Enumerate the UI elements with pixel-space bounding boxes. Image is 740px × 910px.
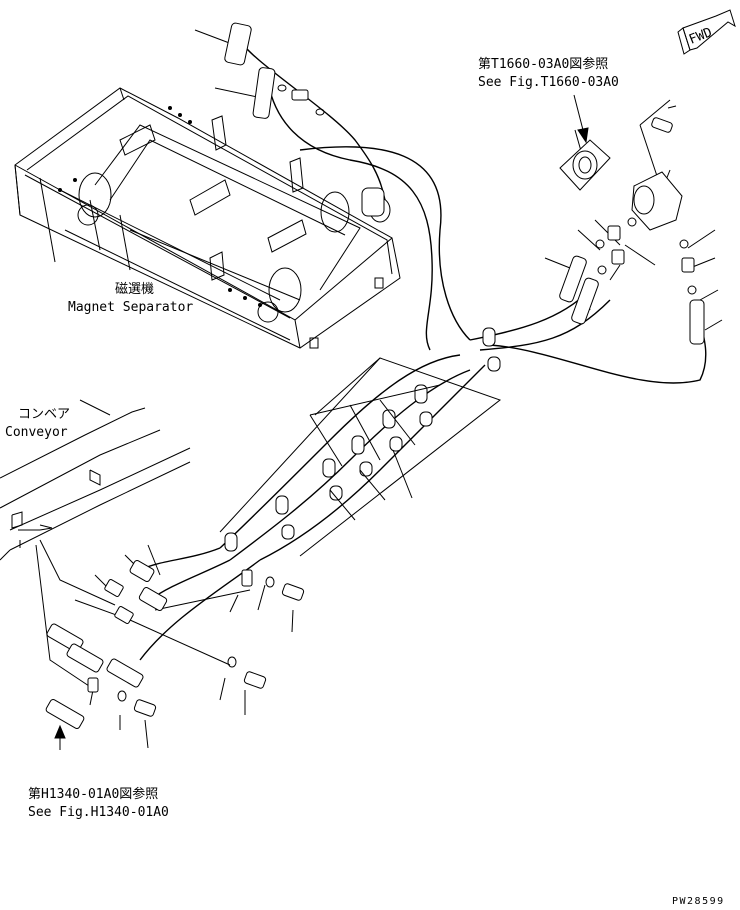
hose-clamps — [224, 327, 501, 552]
hose-routing — [139, 39, 707, 661]
upper-fittings — [224, 22, 385, 217]
ref-bottom-en: See Fig.H1340-01A0 — [28, 805, 169, 820]
magnet-separator-frame — [14, 87, 401, 349]
ref-bottom-jp: 第H1340-01A0図参照 — [28, 786, 158, 802]
fwd-label: FWD — [687, 25, 715, 48]
ref-top-jp: 第T1660-03A0図参照 — [478, 56, 608, 72]
magnet-separator-en: Magnet Separator — [68, 300, 193, 315]
magnet-separator-jp: 磁選機 — [115, 282, 154, 297]
conveyor-en: Conveyor — [5, 425, 68, 440]
drawing-number: PW28599 — [672, 896, 725, 907]
conveyor-frame — [0, 399, 191, 561]
conveyor-jp: コンベア — [18, 407, 70, 422]
ref-top-en: See Fig.T1660-03A0 — [478, 75, 619, 90]
motor-assembly — [559, 117, 705, 345]
reference-arrow-bottom-icon — [54, 724, 66, 750]
callout-leaders — [35, 29, 723, 749]
lower-fittings — [45, 560, 305, 729]
reference-arrow-top-icon — [573, 94, 589, 144]
fwd-arrow-icon: FWD — [677, 9, 736, 55]
